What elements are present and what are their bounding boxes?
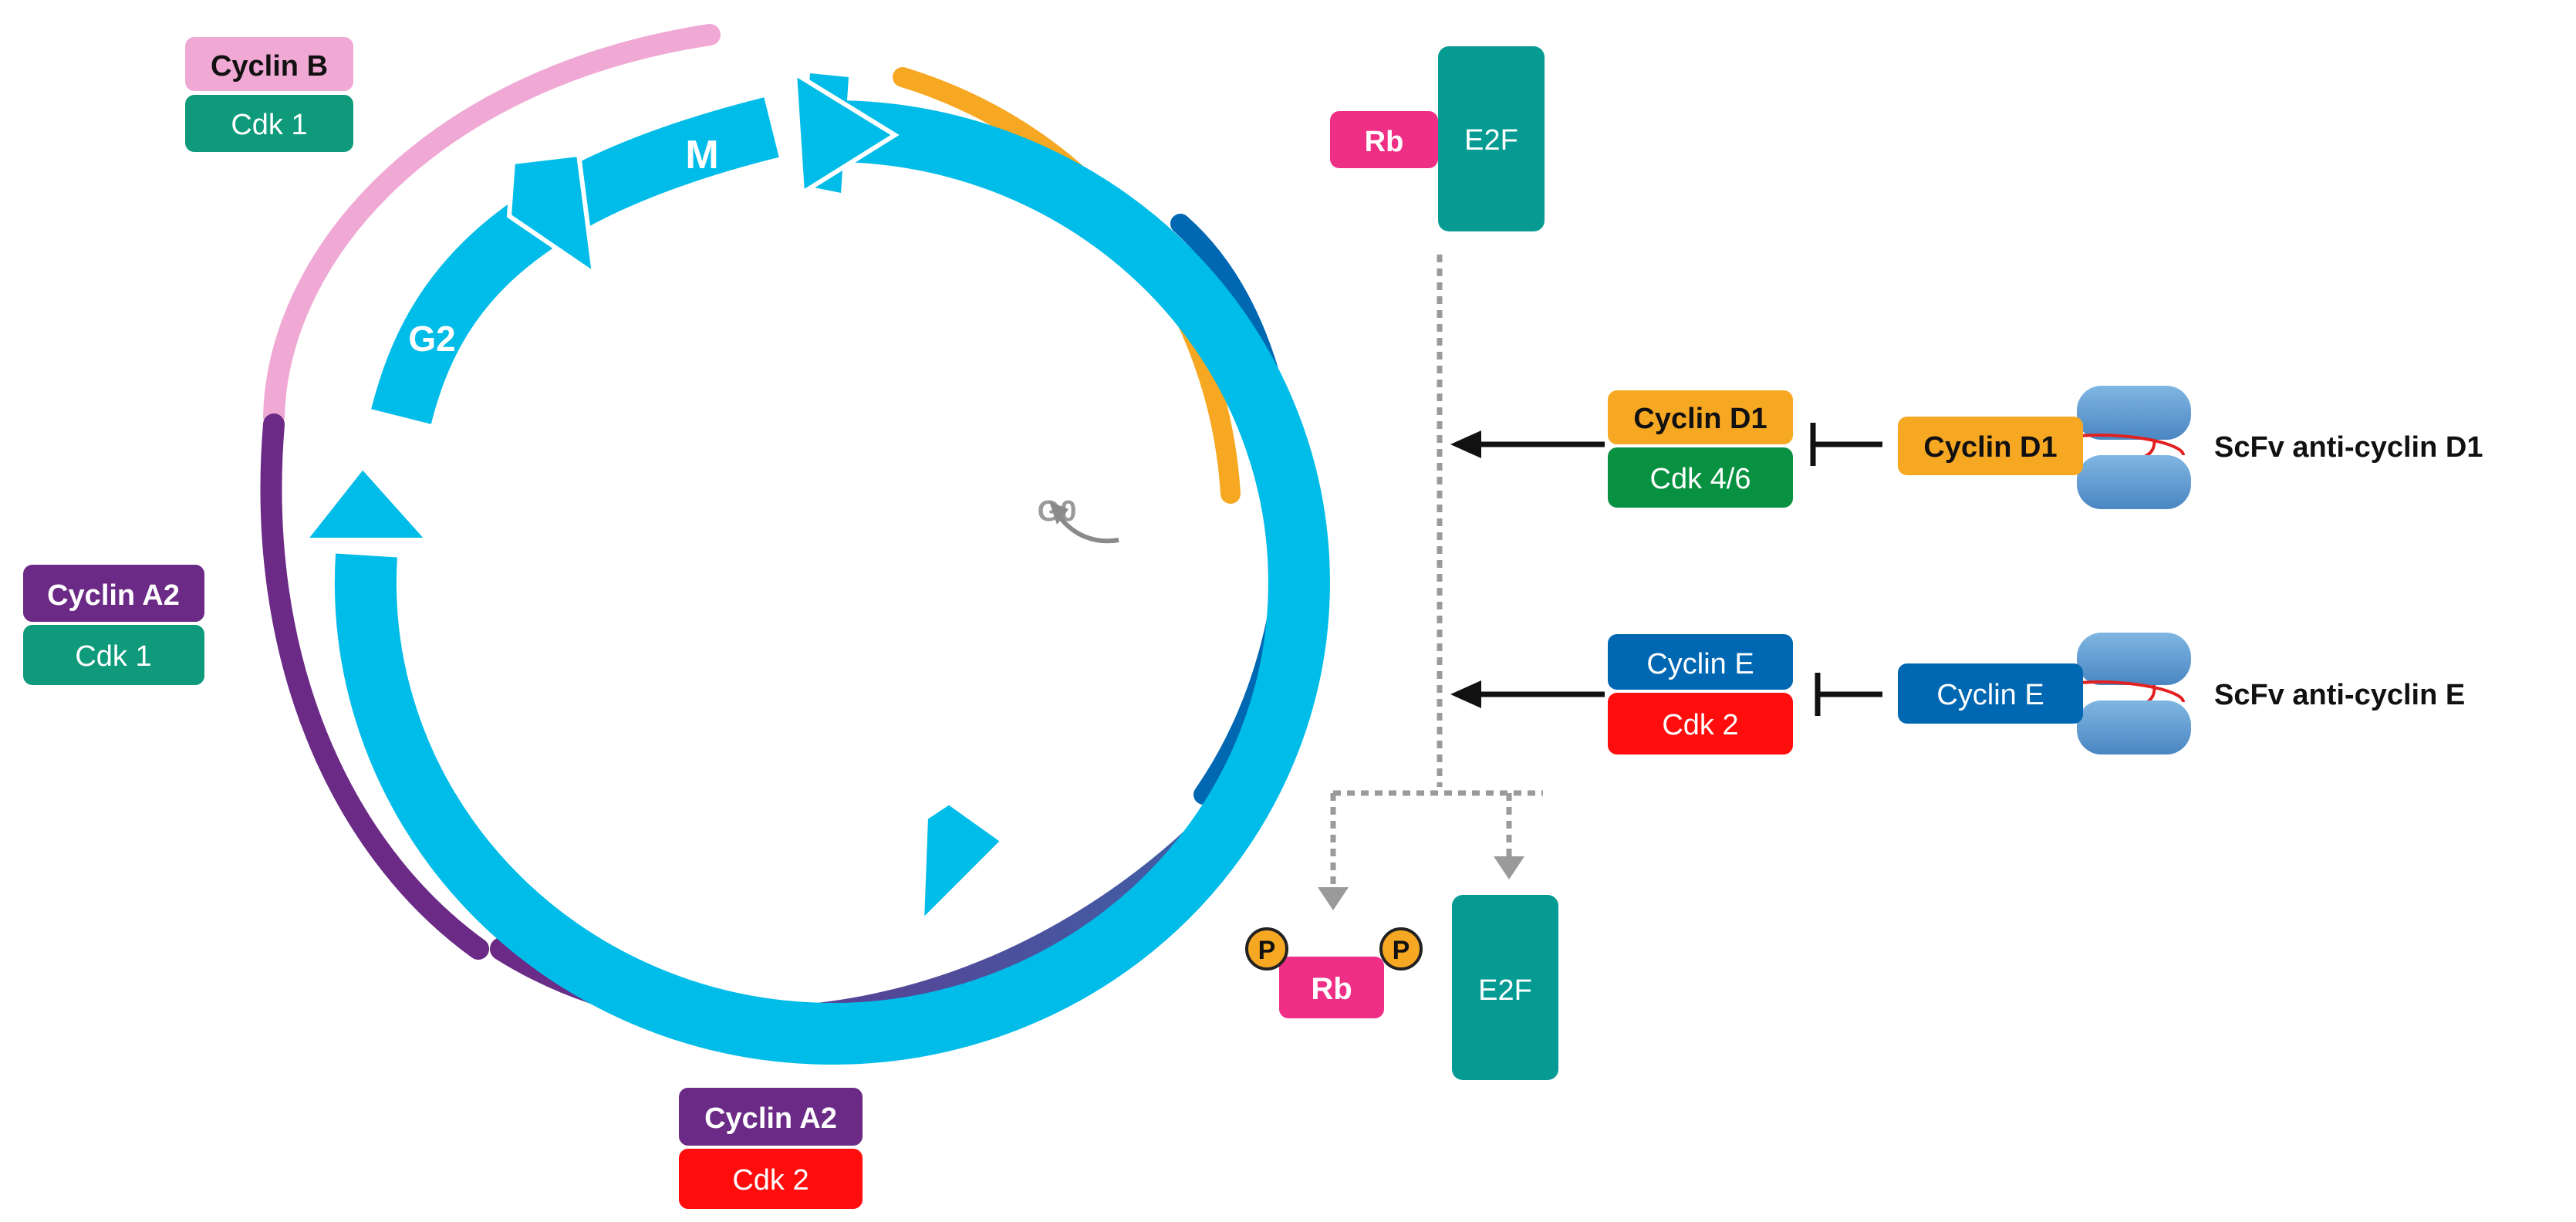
- scfv-d1-title: ScFv anti-cyclin D1: [2214, 431, 2483, 464]
- s-to-g2-arrowhead: [299, 463, 434, 542]
- cell-cycle-ring: [334, 100, 1330, 1065]
- scfv-d1-linker-front: [2078, 434, 2185, 456]
- scfv-e-cyclin-label: Cyclin E: [1936, 679, 2044, 711]
- scfv-e-bottom-domain: [2077, 700, 2191, 754]
- cyclin-d1-label: Cyclin D1: [1633, 403, 1767, 435]
- scfv-e-cyclin-box: [1898, 663, 2083, 724]
- rb-bottom-label: Rb: [1311, 972, 1352, 1006]
- cdk2-bottom-label: Cdk 2: [732, 1164, 809, 1197]
- e2f-top-box: [1438, 46, 1545, 231]
- dotted-arrowhead-rb: [1318, 887, 1349, 910]
- g2-to-m-arrowhead: [506, 151, 597, 279]
- phospho-right-icon: [1379, 927, 1423, 971]
- cyclin-d1-box: [1608, 390, 1793, 444]
- cyclin-e-label: Cyclin E: [1646, 648, 1754, 680]
- scfv-d1-cyclin-box: [1898, 417, 2083, 475]
- dotted-arrowhead-e2f: [1494, 856, 1524, 879]
- phase-s-label: S: [545, 848, 573, 896]
- cyclin-a2-left-box: [23, 565, 204, 622]
- cdk1-left-label: Cdk 1: [75, 640, 151, 673]
- scfv-e-linker-front: [2078, 680, 2185, 703]
- cyclin-a2-bottom-box: [679, 1088, 863, 1146]
- phospho-left-icon: [1245, 927, 1288, 971]
- m-to-g1-arrowhead: [792, 69, 900, 197]
- cell-cycle-ring-upper: [371, 97, 779, 424]
- rb-bottom-box: [1279, 957, 1384, 1018]
- rb-top-label: Rb: [1365, 126, 1404, 158]
- cyclin-a2-left-label: Cyclin A2: [47, 579, 180, 612]
- e2f-bottom-box: [1452, 895, 1558, 1080]
- scfv-d1-cyclin-label: Cyclin D1: [1923, 431, 2057, 464]
- cdk46-box: [1608, 447, 1793, 508]
- e2f-bottom-label: E2F: [1478, 974, 1532, 1007]
- cyclin-e-box: [1608, 634, 1793, 690]
- cdk2-right-box: [1608, 693, 1793, 754]
- scfv-d1-top-domain: [2077, 386, 2191, 440]
- rb-top-box: [1330, 111, 1438, 168]
- scfv-e-title: ScFv anti-cyclin E: [2214, 679, 2465, 711]
- cdk2-bottom-box: [679, 1149, 863, 1209]
- scfv-d1-bottom-domain: [2077, 455, 2191, 509]
- cyclin-b-arc: [263, 24, 721, 427]
- g1-to-s-arrowhead: [919, 799, 1007, 928]
- cdk1-top-label: Cdk 1: [231, 109, 307, 141]
- cdk46-label: Cdk 4/6: [1650, 463, 1751, 495]
- phase-g2-label: G2: [408, 319, 455, 359]
- g0-arrowhead: [1049, 501, 1069, 525]
- phospho-left-label: P: [1258, 936, 1276, 965]
- cyclin-a2-left-arc: [260, 414, 489, 960]
- cdk2-right-label: Cdk 2: [1662, 709, 1738, 741]
- dotted-signal-line: [1330, 255, 1543, 887]
- e2f-top-label: E2F: [1464, 124, 1518, 157]
- phase-m-label: M: [685, 133, 718, 177]
- phase-g1-label: G1: [1140, 511, 1190, 552]
- g0-arrow: [1055, 511, 1119, 544]
- cyclin-b-label: Cyclin B: [211, 50, 328, 83]
- cyclin-b-box: [185, 37, 353, 91]
- scfv-e-top-domain: [2077, 633, 2191, 685]
- cdk1-top-box: [185, 95, 353, 152]
- cdk1-left-box: [23, 625, 204, 685]
- d1-arrowhead: [1450, 430, 1481, 458]
- cyclin-a2-bottom-label: Cyclin A2: [704, 1102, 837, 1135]
- phospho-right-label: P: [1393, 936, 1410, 965]
- e-arrowhead: [1450, 680, 1481, 708]
